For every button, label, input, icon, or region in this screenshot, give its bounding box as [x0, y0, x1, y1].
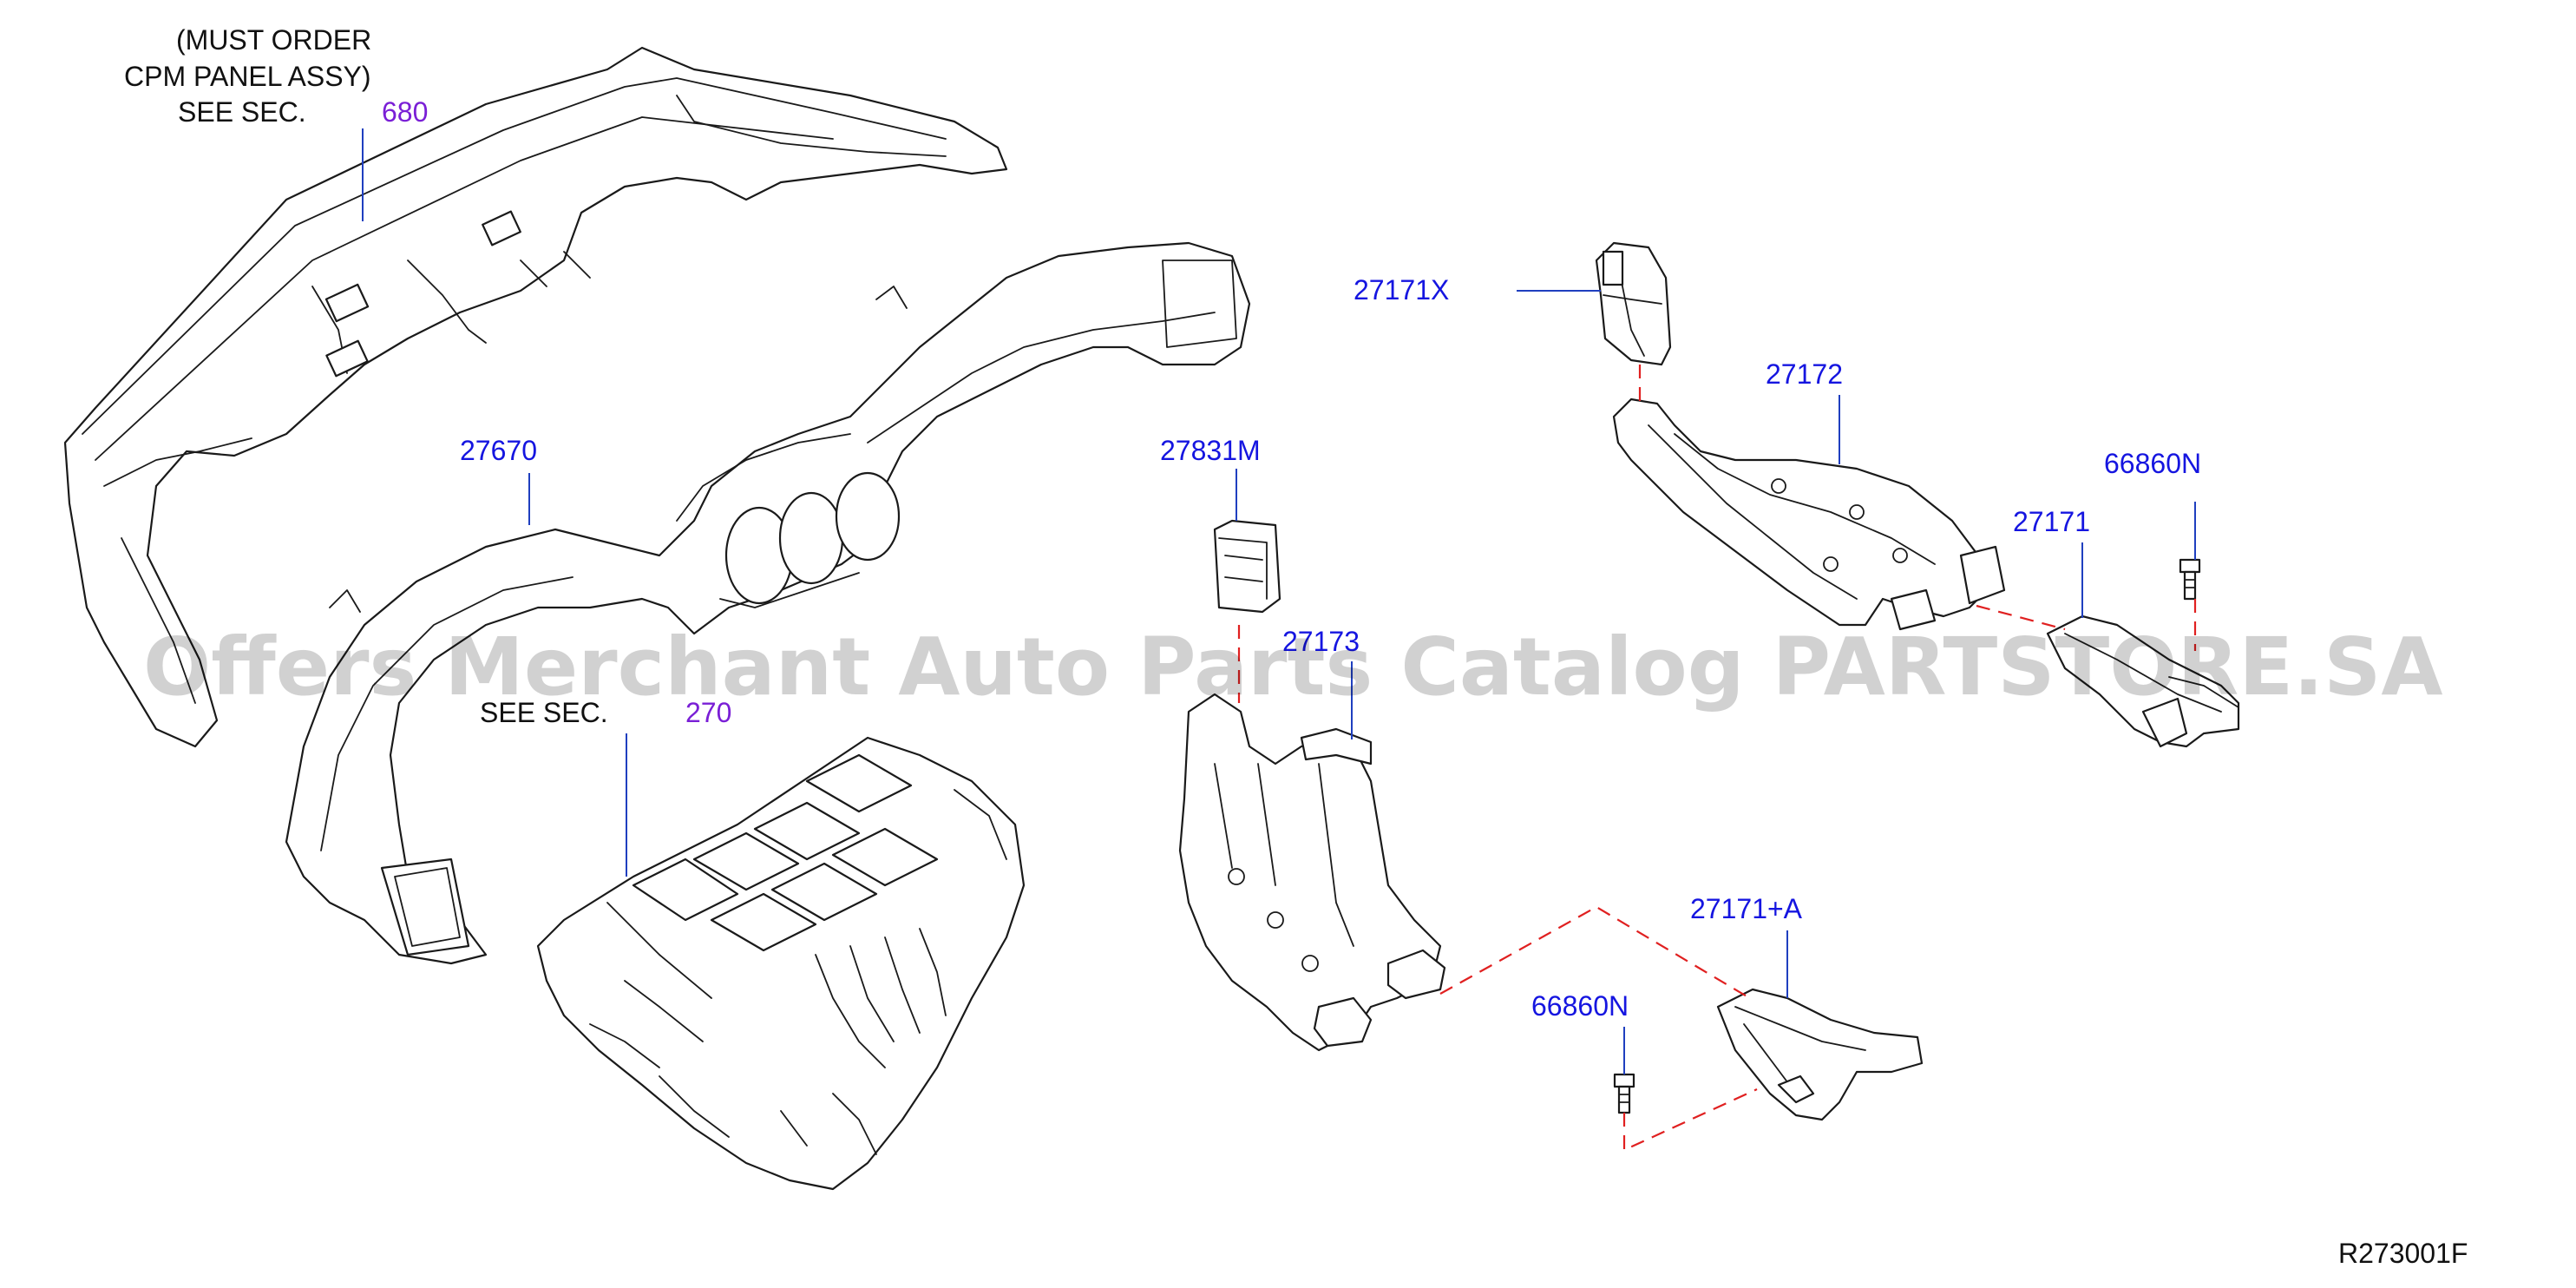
see-sec-label: SEE SEC.: [480, 697, 608, 728]
figure-code: R273001F: [2338, 1238, 2468, 1269]
note-line-2: CPM PANEL ASSY): [124, 61, 371, 92]
part-27173: [1178, 693, 1446, 1052]
note-section-ref[interactable]: 680: [382, 96, 428, 128]
dashed-connectors: [1237, 365, 2197, 1152]
part-27172: [1612, 398, 2006, 631]
heater-unit: [536, 736, 1026, 1191]
part-27171-right: [2046, 614, 2240, 748]
part-label-27171[interactable]: 27171: [2013, 506, 2090, 537]
bolt-66860N-top: [2179, 558, 2201, 601]
part-label-66860N-top[interactable]: 66860N: [2104, 448, 2201, 479]
note-line-1: (MUST ORDER: [176, 24, 371, 56]
part-27171X: [1595, 241, 1672, 366]
part-label-27670[interactable]: 27670: [460, 435, 537, 466]
part-label-66860N-bottom[interactable]: 66860N: [1531, 990, 1629, 1022]
leader-lines: [362, 128, 2196, 1074]
watermark: Offers Merchant Auto Parts Catalog PARTS…: [143, 621, 2443, 713]
see-sec-ref[interactable]: 270: [685, 697, 731, 728]
duct-27670: [285, 241, 1251, 965]
part-27171A: [1716, 988, 1924, 1121]
part-label-27171A[interactable]: 27171+A: [1690, 893, 1803, 924]
instrument-panel-frame: [63, 46, 1008, 748]
part-label-27171X[interactable]: 27171X: [1354, 274, 1449, 306]
part-27831M: [1213, 519, 1281, 614]
part-label-27173[interactable]: 27173: [1282, 626, 1360, 657]
part-label-27172[interactable]: 27172: [1766, 358, 1843, 390]
note-line-3: SEE SEC.: [178, 96, 306, 128]
bolt-66860N-bottom: [1613, 1073, 1635, 1114]
part-label-27831M[interactable]: 27831M: [1160, 435, 1261, 466]
